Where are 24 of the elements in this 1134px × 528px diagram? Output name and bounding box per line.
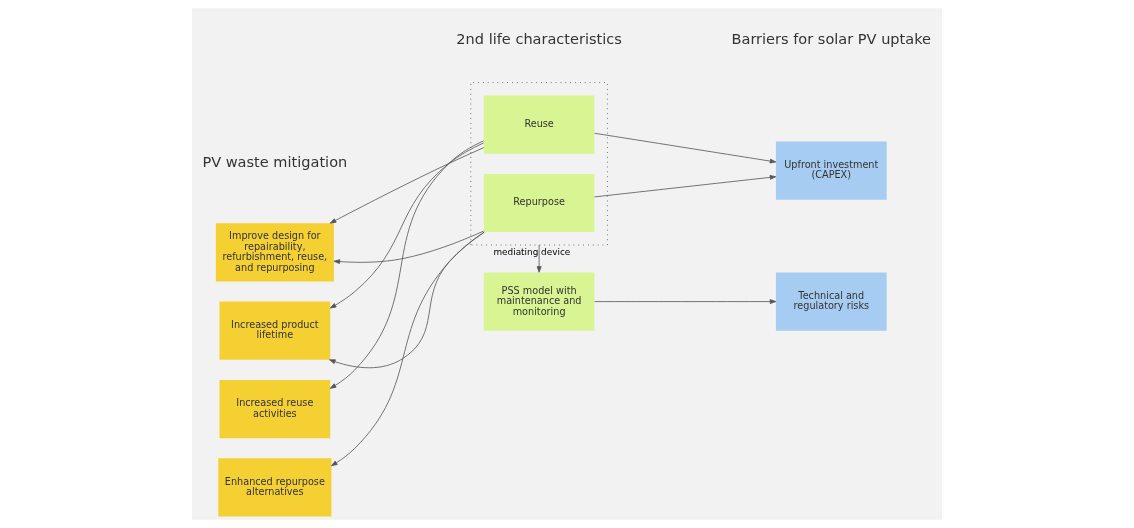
edge-label: mediating device: [493, 246, 571, 257]
arrow: [329, 147, 485, 224]
label: 2nd life characteristics: [456, 31, 622, 48]
node-box: Increased product lifetime: [219, 301, 331, 360]
cluster: [470, 82, 608, 246]
arrow: [594, 132, 777, 164]
arrow: [329, 142, 484, 309]
arrow: [333, 230, 484, 264]
node-box: Technical and regulatory risks: [775, 272, 887, 331]
arrow: [329, 231, 485, 369]
label: Barriers for solar PV uptake: [731, 31, 932, 48]
arrow: [594, 175, 777, 198]
label: PV waste mitigation: [202, 153, 348, 170]
arrow: [329, 140, 485, 389]
node-box: Reuse: [483, 95, 595, 154]
node-box: Increased reuse activities: [219, 380, 331, 439]
node-box: Enhanced repurpose alternatives: [218, 458, 332, 517]
node-box: Upfront investment (CAPEX): [775, 141, 887, 200]
arrow: [594, 299, 777, 304]
node-box: Repurpose: [483, 173, 595, 233]
node-box: Improve design for repairability, refurbishment, reuse, and repurposing: [215, 223, 334, 282]
node-box: PSS model with maintenance and monitoring: [483, 272, 595, 331]
arrow: [536, 244, 542, 273]
arrow: [331, 231, 485, 467]
